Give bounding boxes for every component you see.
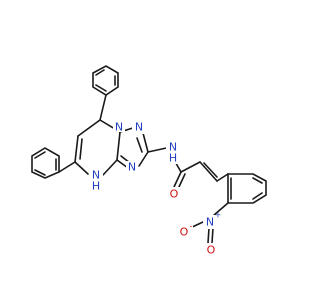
- atom-labels: N N N N H N H O N + O O -: [89, 120, 221, 257]
- bond-carbonyl-o-double: [177, 173, 186, 190]
- top-phenyl-ring: [92, 65, 119, 96]
- bond-alkene-aryl: [216, 173, 229, 182]
- atom-o-nitro-left-charge: -: [190, 222, 193, 231]
- atom-n-nitro: N: [206, 216, 214, 229]
- pyrimidine-ring: [74, 119, 121, 176]
- atom-h-ring-nh: H: [92, 180, 100, 193]
- atom-h-amide: H: [169, 152, 177, 165]
- bonds: [31, 65, 267, 244]
- atom-o-nitro-left: O: [180, 226, 189, 239]
- molecule-structure-diagram: N N N N H N H O N + O O -: [31, 65, 267, 257]
- left-phenyl-ring: [31, 147, 60, 179]
- atom-n-bridgehead: N: [115, 121, 123, 134]
- bond-nitro-o-down-double: [211, 227, 214, 244]
- bond-c7-phenyl: [99, 94, 107, 121]
- bond-carbonyl-o: [173, 171, 182, 188]
- atom-n-triazole-3: N: [128, 161, 136, 174]
- atom-o-carbonyl: O: [170, 188, 179, 201]
- nitrophenyl-ring: [227, 173, 267, 204]
- bond-aryl-nitro: [213, 202, 229, 216]
- bond-alkene-1: [180, 161, 201, 173]
- bond-alkene-double: [199, 161, 218, 182]
- bond-alkene-double-inner: [203, 162, 218, 178]
- atom-n-ring-nh: N: [92, 169, 100, 182]
- bond-c5-phenyl: [58, 161, 76, 173]
- atom-o-nitro-down: O: [207, 244, 216, 257]
- atom-n-nitro-charge: +: [215, 211, 222, 220]
- atom-n-triazole-1: N: [135, 121, 143, 134]
- atom-n-amide: N: [169, 141, 177, 154]
- bond-nitro-o-down: [207, 227, 210, 244]
